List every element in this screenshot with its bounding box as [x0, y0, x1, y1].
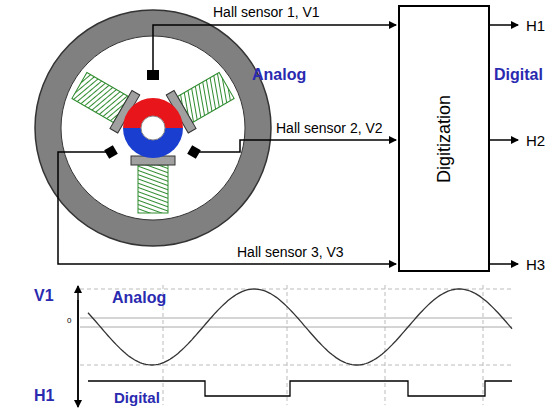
hall-sensor	[104, 145, 118, 159]
plot-label: Digital	[112, 390, 162, 406]
sine-wave	[88, 289, 512, 365]
wire-label: Hall sensor 1, V1	[213, 4, 320, 21]
wire-label: Hall sensor 2, V2	[276, 120, 383, 137]
wire-label: Hall sensor 3, V3	[237, 244, 344, 261]
signal-name: H2	[526, 132, 545, 149]
axis-label: V1	[34, 287, 54, 304]
signal-name: H1	[526, 17, 545, 34]
process-box: Digitization	[398, 5, 490, 272]
signal-name: H3	[526, 256, 545, 273]
coil-group	[68, 66, 237, 213]
hall-sensor	[147, 70, 159, 80]
box-title: Digitization	[434, 94, 454, 182]
axis-label: H1	[34, 387, 54, 404]
axis-tick: 0	[67, 316, 71, 325]
plot-label: Analog	[112, 289, 166, 306]
region-label: Digital	[494, 66, 543, 83]
rotor-magnet	[123, 98, 183, 158]
region-label: Analog	[252, 66, 306, 83]
hall-sensor	[187, 145, 201, 159]
waveform-plot	[78, 285, 512, 407]
